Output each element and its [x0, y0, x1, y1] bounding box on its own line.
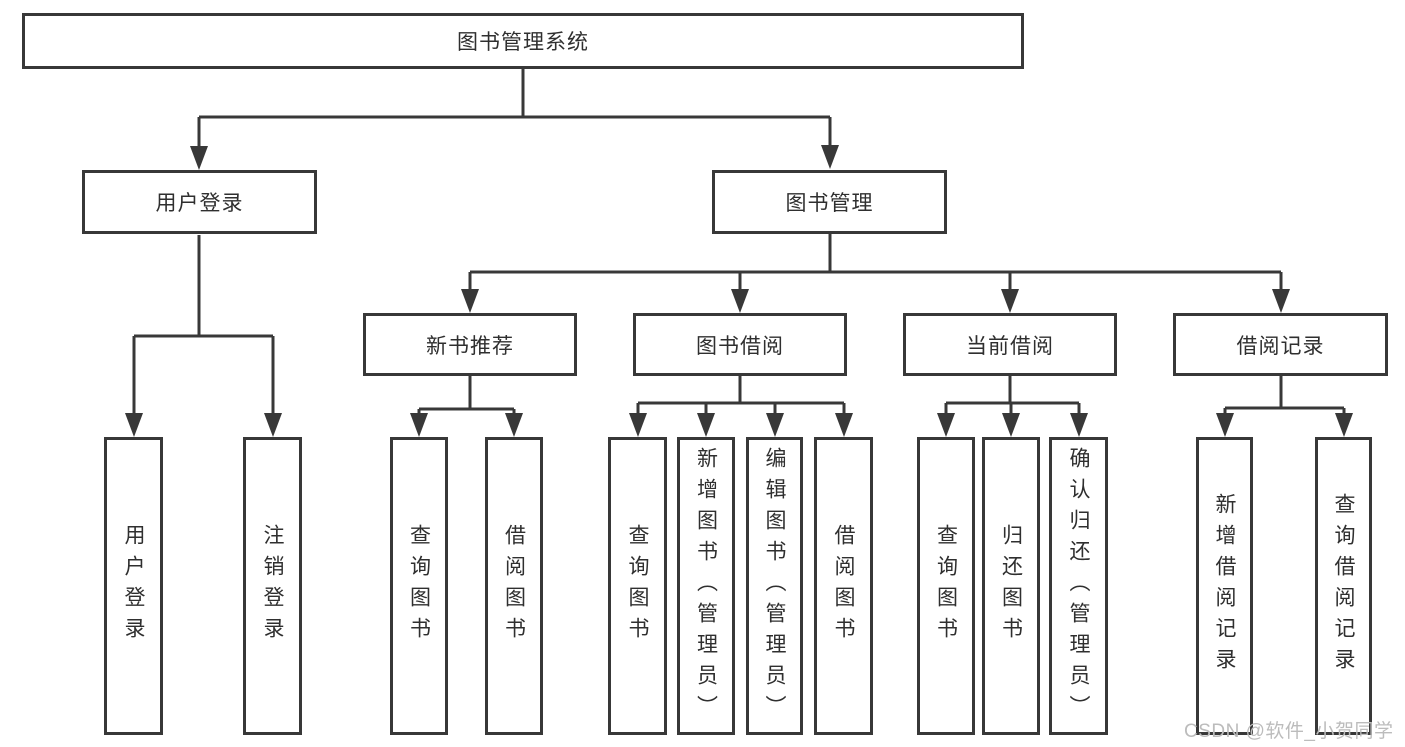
node-leaf-br-query-record: 查询借阅记录	[1315, 437, 1372, 735]
node-leaf-bb-borrow-books-label: 借阅图书	[832, 524, 855, 648]
node-borrowing-records: 借阅记录	[1173, 313, 1388, 376]
node-leaf-nbr-borrow-books-label: 借阅图书	[502, 524, 526, 648]
node-root-label: 图书管理系统	[457, 31, 589, 54]
node-leaf-user-login-label: 用户登录	[122, 524, 145, 648]
node-leaf-nbr-query-books-label: 查询图书	[407, 524, 431, 648]
node-leaf-bb-add-books-admin-label: 新增图书（管理员）	[694, 446, 718, 726]
node-current-borrowing-label: 当前借阅	[966, 334, 1054, 358]
node-leaf-br-query-record-label: 查询借阅记录	[1332, 493, 1355, 679]
node-leaf-cb-confirm-return-admin: 确认归还（管理员）	[1049, 437, 1108, 735]
node-leaf-logout-label: 注销登录	[261, 524, 284, 648]
node-new-book-recommend: 新书推荐	[363, 313, 577, 376]
node-leaf-bb-query-books: 查询图书	[608, 437, 667, 735]
node-book-borrowing-label: 图书借阅	[696, 334, 784, 358]
node-leaf-user-login: 用户登录	[104, 437, 163, 735]
node-user-login-label: 用户登录	[155, 192, 244, 215]
node-leaf-br-add-record-label: 新增借阅记录	[1213, 493, 1236, 679]
tree-edges	[132, 69, 1346, 417]
node-user-login: 用户登录	[82, 170, 317, 234]
node-book-management-label: 图书管理	[785, 192, 874, 215]
node-new-book-recommend-label: 新书推荐	[426, 334, 514, 358]
node-leaf-bb-query-books-label: 查询图书	[626, 524, 649, 648]
node-leaf-bb-borrow-books: 借阅图书	[814, 437, 873, 735]
node-current-borrowing: 当前借阅	[903, 313, 1117, 376]
csdn-watermark: CSDN @软件_小贺同学	[1184, 721, 1394, 742]
node-leaf-cb-return-books-label: 归还图书	[999, 524, 1023, 648]
node-borrowing-records-label: 借阅记录	[1236, 334, 1325, 358]
node-leaf-bb-add-books-admin: 新增图书（管理员）	[677, 437, 735, 735]
arrowheads	[125, 145, 1353, 437]
node-root: 图书管理系统	[22, 13, 1024, 69]
node-leaf-logout: 注销登录	[243, 437, 302, 735]
node-leaf-br-add-record: 新增借阅记录	[1196, 437, 1253, 735]
node-leaf-cb-query-books-label: 查询图书	[934, 524, 958, 648]
node-leaf-cb-return-books: 归还图书	[982, 437, 1040, 735]
node-leaf-cb-query-books: 查询图书	[917, 437, 975, 735]
node-leaf-bb-edit-books-admin-label: 编辑图书（管理员）	[763, 446, 786, 726]
node-book-borrowing: 图书借阅	[633, 313, 847, 376]
node-leaf-nbr-query-books: 查询图书	[390, 437, 448, 735]
node-leaf-nbr-borrow-books: 借阅图书	[485, 437, 543, 735]
node-leaf-cb-confirm-return-admin-label: 确认归还（管理员）	[1067, 446, 1090, 726]
node-book-management: 图书管理	[712, 170, 947, 234]
node-leaf-bb-edit-books-admin: 编辑图书（管理员）	[746, 437, 803, 735]
